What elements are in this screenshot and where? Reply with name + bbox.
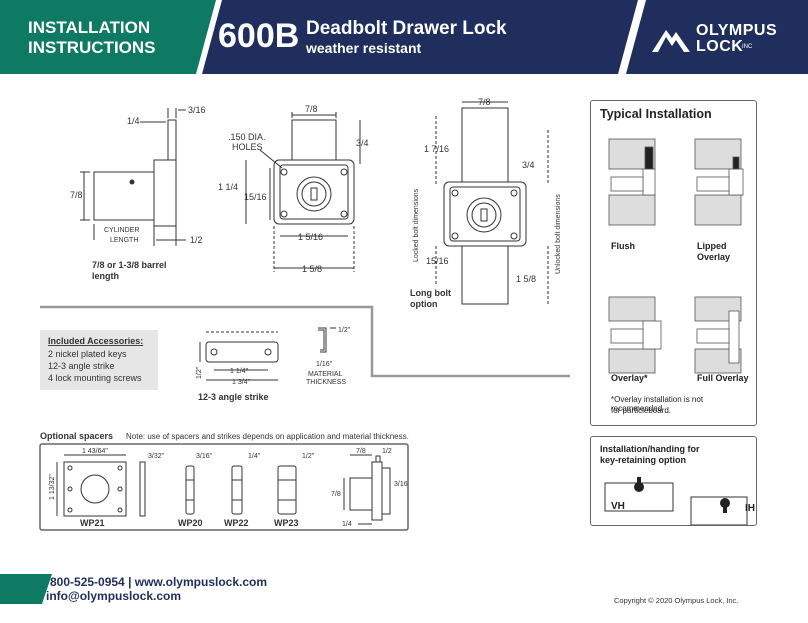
handing-title-2: key-retaining option [600,455,687,465]
strike-dim-height: 1/2" [196,366,203,379]
wp20-label: WP20 [178,518,203,528]
spacer-lock-dim-right: 3/16 [394,481,408,488]
wp20-thickness: 3/32" [148,453,165,460]
spacers-drawing [56,454,391,525]
long-dim-7-8: 7/8 [478,97,491,107]
wp20b-thickness: 3/16" [196,453,213,460]
wp23-thickness: 1/2" [302,453,315,460]
strike-material-2: THICKNESS [306,379,346,386]
side-view-drawing [80,108,186,246]
long-dim-15-16: 15/16 [426,256,449,266]
accessory-item-2: 12-3 angle strike [48,361,115,371]
handing-panel: Installation/handing for key-retaining o… [590,436,757,526]
spacer-lock-dim-bottom: 1/4 [342,521,352,528]
accessories-title: Included Accessories: [48,336,143,346]
side-dim-3-16: 3/16 [188,105,206,115]
long-dim-1-5-8: 1 5/8 [516,274,536,284]
long-bolt-caption-2: option [410,299,438,309]
spacers-title: Optional spacers [40,431,113,441]
handing-ih: IH [745,503,755,514]
brand-logo: OLYMPUS LOCK INC [650,22,800,58]
footer-copyright: Copyright © 2020 Olympus Lock, Inc. [614,596,739,605]
header-background [0,0,808,74]
side-dim-7-8: 7/8 [70,190,83,200]
front-dim-1-5-8: 1 5/8 [302,264,322,274]
side-dim-1-2: 1/2 [190,235,203,245]
wp21-width: 1 43/64" [82,448,108,455]
label-full-overlay: Full Overlay [697,373,749,383]
product-name: Deadbolt Drawer Lock [306,18,507,39]
brand-line1: OLYMPUS [696,22,778,39]
front-dim-15-16: 15/16 [244,192,267,202]
strike-material-1: MATERIAL [308,371,343,378]
front-dim-1-1-4: 1 1/4 [218,182,238,192]
front-view-drawing [245,112,361,272]
wp21-height: 1 13/32" [49,474,56,500]
wp22-thickness: 1/4" [248,453,261,460]
front-dim-7-8: 7/8 [305,104,318,114]
holes-label-2: HOLES [232,142,263,152]
footer-teal-band [0,574,52,604]
label-flush: Flush [611,241,635,251]
strike-caption: 12-3 angle strike [198,392,269,402]
strike-dim-thick: 1/16" [316,361,333,368]
strike-dim-side: 1/2" [338,327,351,334]
accessory-item-3: 4 lock mounting screws [48,373,142,383]
spacer-lock-dim-top2: 1/2 [382,448,392,455]
typical-installation-panel: Typical Installation Flush [590,100,757,426]
front-dim-3-4: 3/4 [356,138,369,148]
side-caption-1: 7/8 or 1-3/8 barrel [92,260,167,270]
holes-label-1: .150 DIA. [228,132,266,142]
footer-contact-2: info@olympuslock.com [46,589,182,603]
cylinder-label-1: CYLINDER [104,227,139,234]
strike-drawing [199,327,336,381]
long-bolt-drawing [435,101,549,305]
typical-drawings [608,138,744,374]
accessory-item-1: 2 nickel plated keys [48,349,127,359]
install-title: INSTALLATION INSTRUCTIONS [28,18,156,58]
wp21-label: WP21 [80,518,105,528]
locked-bolt-label: Locked bolt dimensions [413,188,420,262]
cylinder-label-2: LENGTH [110,237,138,244]
wp23-label: WP23 [274,518,299,528]
install-title-line1: INSTALLATION [28,18,151,37]
long-bolt-caption-1: Long bolt [410,288,451,298]
long-dim-1-7-16: 1 7/16 [424,144,449,154]
spacers-box [39,443,409,531]
brand-inc: INC [742,44,753,50]
unlocked-bolt-label: Unlocked bolt dimensions [555,194,562,274]
section-divider [40,305,570,378]
brand-line2: LOCK [696,38,744,55]
typical-title: Typical Installation [600,107,712,121]
label-lipped-1: Lipped [697,241,727,251]
drawings-canvas: 1/4 3/16 7/8 CYLINDER LENGTH 1/2 7/8 or … [39,97,570,531]
overlay-note-1: *Overlay installation is not recommended [611,395,704,413]
long-dim-3-4: 3/4 [522,160,535,170]
handing-vh: VH [611,501,625,512]
model-number: 600B [218,17,300,55]
strike-dim-inner: 1 1/4" [230,368,249,375]
spacers-note: Note: use of spacers and strikes depends… [126,432,409,441]
mountain-logo-icon [652,30,690,52]
label-overlay: Overlay* [611,373,648,383]
accessories-box [40,330,158,390]
side-caption-2: length [92,271,119,281]
spacer-lock-dim-side: 7/8 [331,491,341,498]
wp22-label: WP22 [224,518,249,528]
handing-title-1: Installation/handing for [600,444,700,454]
product-subtitle: weather resistant [306,40,422,56]
label-lipped-2: Overlay [697,252,731,262]
front-dim-1-5-16: 1 5/16 [298,232,323,242]
overlay-note-2: for particleboard. [611,406,672,415]
header-banner: INSTALLATION INSTRUCTIONS 600B Deadbolt … [0,0,808,74]
side-dim-1-4: 1/4 [127,116,140,126]
handing-drawings [604,477,748,525]
spacer-lock-dim-top1: 7/8 [356,448,366,455]
install-title-line2: INSTRUCTIONS [28,38,156,57]
strike-dim-outer: 1 3/4" [232,379,251,386]
footer-contact-1: 800-525-0954 | www.olympuslock.com [50,575,268,589]
